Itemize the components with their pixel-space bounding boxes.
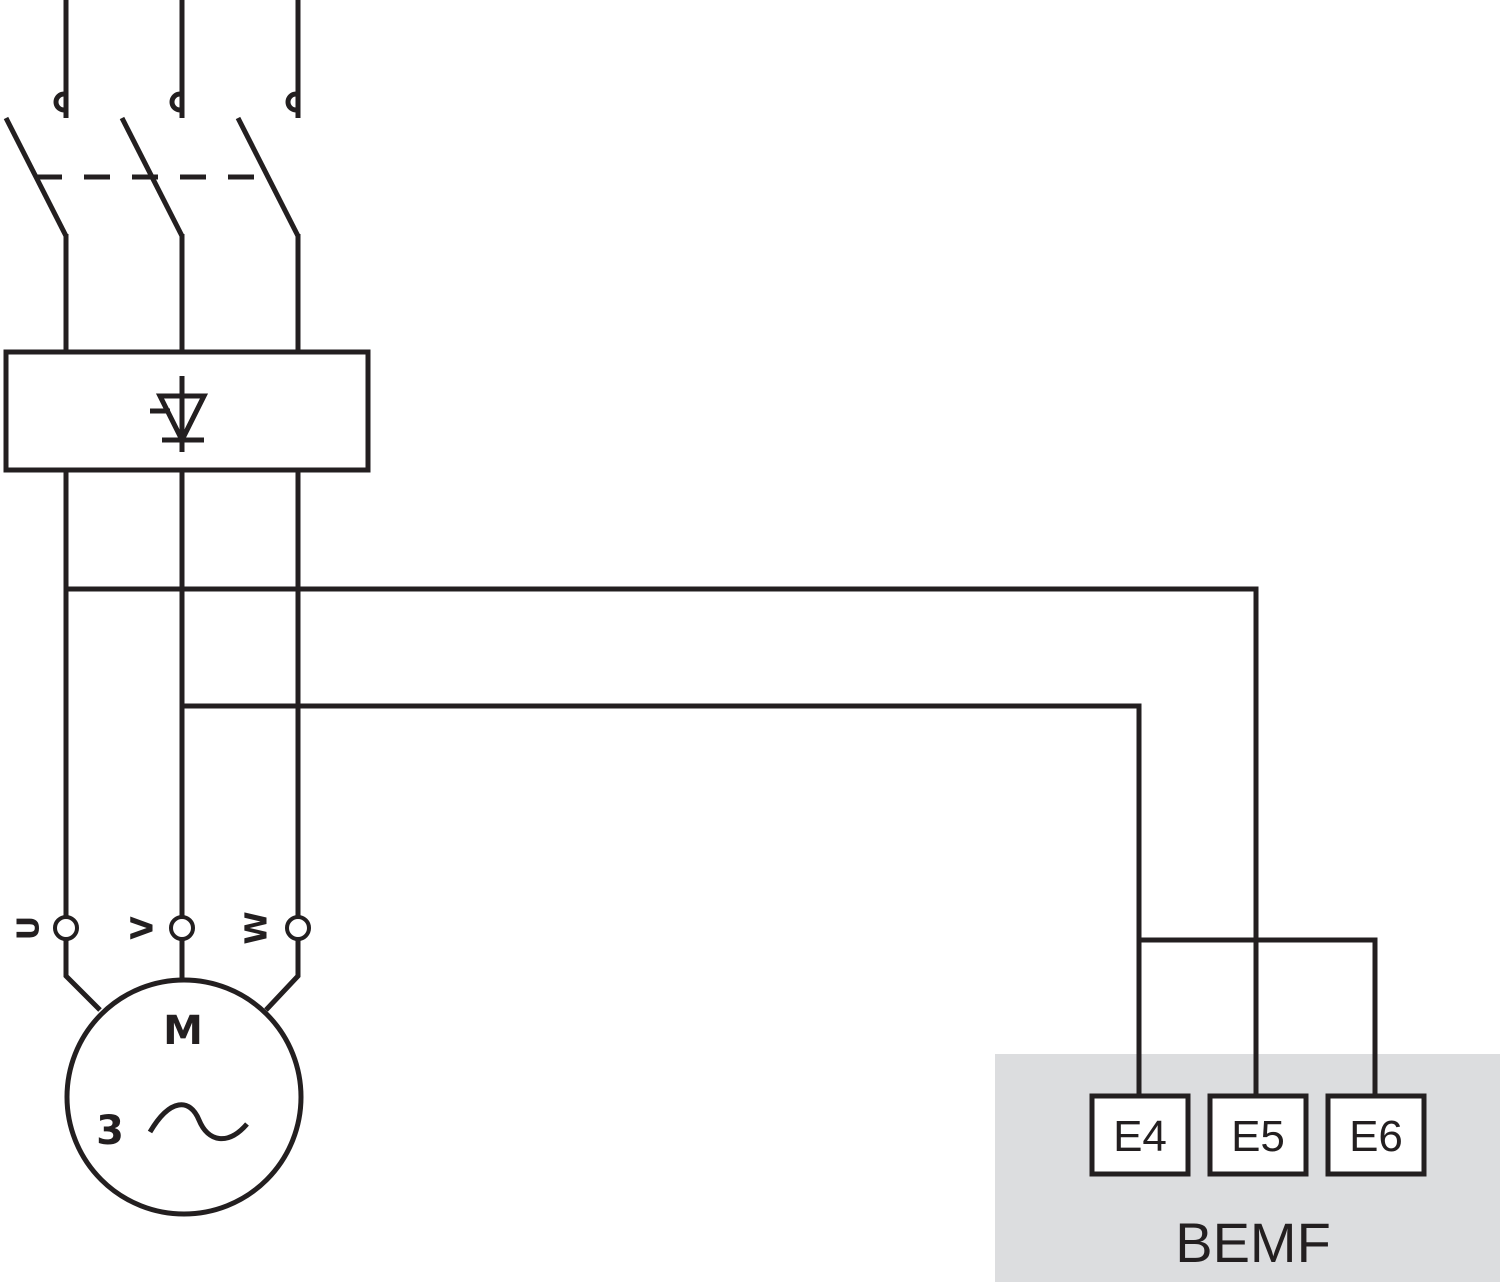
thyristor-unit bbox=[3, 349, 371, 473]
motor-circle bbox=[64, 977, 304, 1217]
phase-label-u: U bbox=[12, 916, 47, 940]
phase-label-w: W bbox=[240, 911, 275, 944]
thyristor-icon bbox=[155, 393, 209, 446]
bemf-title: BEMF bbox=[1175, 1211, 1331, 1274]
terminal-w bbox=[285, 915, 311, 941]
switch-blade-l3 bbox=[235, 116, 301, 238]
contact-hook-l1 bbox=[53, 91, 65, 113]
bemf-wire-u bbox=[66, 586, 1259, 1096]
terminal-box-e6 bbox=[1325, 1093, 1427, 1177]
bemf-wiring bbox=[66, 586, 1378, 1096]
motor-letter: M bbox=[163, 1008, 203, 1054]
motor-terminals: U V W bbox=[12, 911, 311, 945]
contact-hook-l2 bbox=[169, 91, 181, 113]
contact-hook-l3 bbox=[285, 91, 297, 113]
motor-lead-u bbox=[63, 940, 102, 1012]
motor-lead-w bbox=[264, 940, 301, 1012]
terminal-label-e6: E6 bbox=[1349, 1112, 1403, 1161]
motor-phase-count: 3 bbox=[96, 1108, 124, 1154]
three-pole-switch bbox=[3, 116, 301, 238]
terminal-box-e5 bbox=[1207, 1093, 1309, 1177]
terminal-u bbox=[53, 915, 79, 941]
phase-label-v: V bbox=[126, 916, 161, 940]
supply-lines bbox=[53, 0, 301, 118]
bemf-terminals: E4 E5 E6 bbox=[1089, 1093, 1427, 1177]
motor: M 3 bbox=[64, 977, 304, 1217]
bemf-wire-bridge bbox=[1139, 937, 1378, 1096]
terminal-label-e4: E4 bbox=[1113, 1112, 1167, 1161]
ac-symbol-icon bbox=[147, 1102, 249, 1142]
terminal-label-e5: E5 bbox=[1231, 1112, 1285, 1161]
thyristor-box bbox=[3, 349, 371, 473]
terminal-box-e4 bbox=[1089, 1093, 1191, 1177]
bemf-wire-v bbox=[182, 703, 1142, 1096]
terminal-v bbox=[169, 915, 195, 941]
